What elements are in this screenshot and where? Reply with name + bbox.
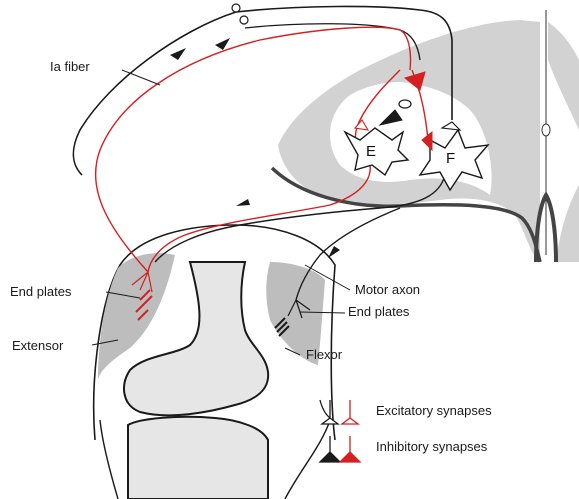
ganglion-bottom — [240, 16, 248, 24]
legend-inhibitory: Inhibitory synapses — [320, 436, 488, 462]
central-canal — [542, 124, 550, 136]
excitatory-synapse-black-icon — [320, 400, 338, 424]
knee-outline — [100, 420, 118, 499]
neuron-e-label: E — [366, 143, 376, 160]
grey-matter-right — [548, 22, 579, 130]
legend-excitatory-label: Excitatory synapses — [376, 403, 492, 418]
legend: Excitatory synapses Inhibitory synapses — [320, 400, 492, 462]
leader-ia-fiber — [122, 70, 160, 85]
legend-excitatory: Excitatory synapses — [320, 400, 492, 424]
arrow-motor-1 — [236, 199, 250, 206]
label-flexor: Flexor — [306, 347, 343, 362]
inhibitory-synapse-black-icon — [320, 436, 340, 462]
label-end-plates-left: End plates — [10, 284, 72, 299]
neuron-f-label: F — [446, 150, 455, 167]
label-extensor: Extensor — [12, 338, 64, 353]
label-end-plates-right: End plates — [348, 304, 410, 319]
inhibitory-synapse-red-icon — [340, 436, 360, 462]
interneuron-small — [399, 100, 411, 108]
label-motor-axon: Motor axon — [355, 282, 420, 297]
excitatory-synapse-red-icon — [342, 400, 358, 424]
arrow-ia-2 — [215, 38, 230, 50]
legend-inhibitory-label: Inhibitory synapses — [376, 439, 488, 454]
tibia — [128, 417, 268, 499]
grey-matter-lower-right — [556, 185, 579, 262]
label-ia-fiber: Ia fiber — [50, 59, 90, 74]
spinal-cord — [272, 10, 579, 262]
leg — [94, 225, 335, 499]
ia-fiber-descending — [73, 12, 236, 175]
arrow-ia-1 — [170, 48, 186, 60]
ganglion-top — [232, 4, 240, 12]
arrow-motor-2 — [328, 246, 340, 258]
